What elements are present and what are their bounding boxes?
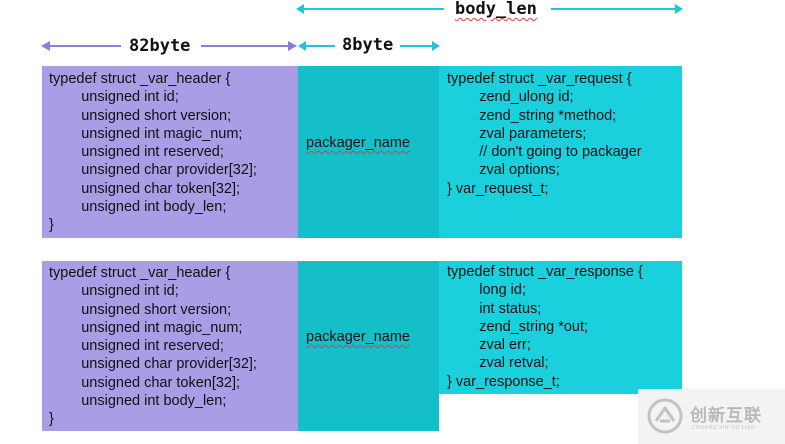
packager-size-arrow-line-left — [305, 45, 335, 47]
packager-size-label: 8byte — [342, 35, 394, 55]
arrow-head-right-icon — [432, 41, 440, 51]
arrow-head-left-icon — [296, 4, 304, 14]
header-struct-code: typedef struct _var_header { unsigned in… — [49, 71, 257, 234]
body-len-arrow-line-right — [551, 8, 675, 10]
arrow-head-right-icon — [675, 4, 683, 14]
header-size-arrow-line-right — [201, 45, 288, 47]
arrow-head-left-icon — [41, 41, 50, 51]
watermark: 创新互联 CHUANG XIN HU LIAN — [638, 389, 785, 444]
chuangxin-logo-icon — [647, 398, 683, 434]
body-len-arrow-line-left — [303, 8, 444, 10]
watermark-text: 创新互联 — [690, 406, 762, 426]
arrow-head-left-icon — [298, 41, 306, 51]
response-packager-block: packager_name — [298, 261, 439, 431]
packager-name-label: packager_name — [306, 135, 410, 151]
header-size-arrow-line-left — [49, 45, 121, 47]
packager-size-arrow-line-right — [400, 45, 432, 47]
arrow-head-right-icon — [288, 41, 297, 51]
body-len-label: body_len — [455, 0, 537, 19]
watermark-subtext: CHUANG XIN HU LIAN — [692, 425, 756, 431]
header-size-label: 82byte — [129, 36, 191, 56]
response-body-block: typedef struct _var_response { long id; … — [439, 261, 682, 394]
request-packager-block: packager_name — [298, 66, 439, 238]
response-struct-code: typedef struct _var_response { long id; … — [447, 264, 643, 390]
header-struct-code: typedef struct _var_header { unsigned in… — [49, 265, 257, 428]
request-body-block: typedef struct _var_request { zend_ulong… — [439, 66, 682, 238]
request-struct-code: typedef struct _var_request { zend_ulong… — [447, 71, 642, 197]
response-header-block: typedef struct _var_header { unsigned in… — [42, 261, 298, 431]
request-header-block: typedef struct _var_header { unsigned in… — [42, 66, 298, 238]
packager-name-label: packager_name — [306, 329, 410, 345]
